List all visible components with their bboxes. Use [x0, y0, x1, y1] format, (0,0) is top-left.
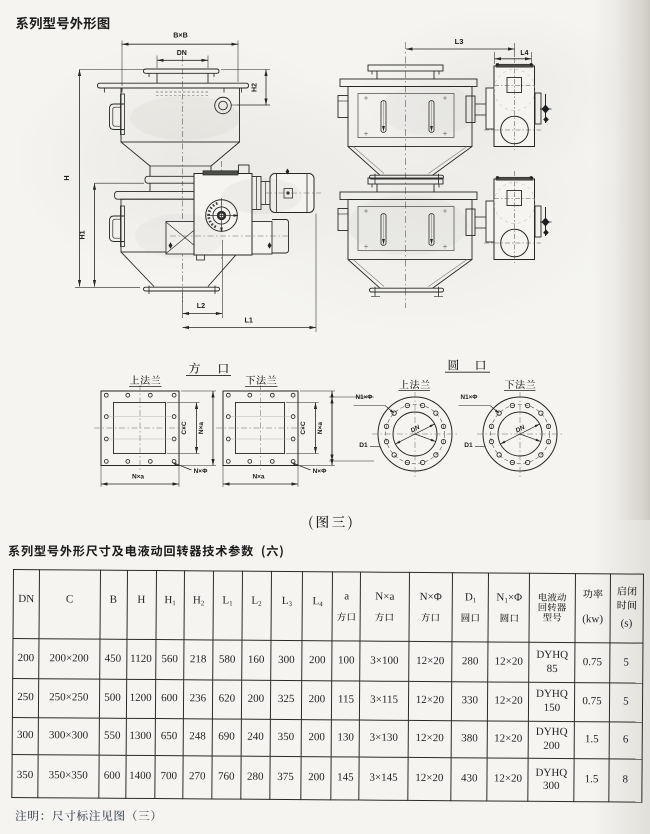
svg-text:H2: H2 — [252, 83, 259, 92]
svg-text:D1: D1 — [464, 442, 473, 449]
svg-text:L1: L1 — [245, 315, 253, 324]
svg-text:L2: L2 — [197, 301, 205, 310]
svg-text:C×C: C×C — [181, 421, 188, 434]
svg-text:B×B: B×B — [173, 30, 188, 39]
svg-text:N1×Φ: N1×Φ — [461, 394, 478, 401]
svg-text:N×Φ: N×Φ — [313, 468, 327, 475]
svg-text:D1: D1 — [359, 442, 368, 449]
svg-text:L3: L3 — [455, 37, 464, 46]
svg-text:N×Φ: N×Φ — [194, 468, 208, 475]
svg-text:N×a: N×a — [317, 422, 324, 434]
svg-text:N×a: N×a — [132, 474, 144, 481]
svg-text:L4: L4 — [520, 50, 528, 57]
svg-text:N×a: N×a — [252, 474, 264, 481]
svg-text:H: H — [62, 175, 71, 180]
svg-text:H1: H1 — [80, 230, 87, 239]
svg-text:C×C: C×C — [300, 421, 307, 434]
svg-text:N×a: N×a — [198, 422, 205, 434]
svg-text:DN: DN — [410, 424, 422, 435]
svg-text:DN: DN — [177, 50, 187, 57]
svg-text:DN: DN — [515, 424, 527, 435]
svg-text:N1×Φ: N1×Φ — [356, 394, 373, 401]
